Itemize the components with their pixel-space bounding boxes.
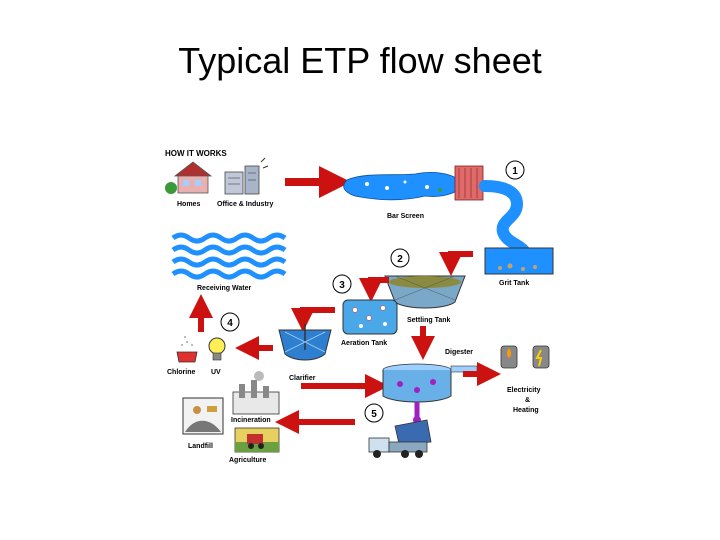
agriculture-icon [234,427,280,453]
settling-tank-icon [384,275,466,309]
svg-text:2: 2 [397,254,403,265]
step-1-marker: 1 [505,160,525,180]
office-industry-label: Office & Industry [217,201,274,208]
digester-icon [382,363,478,403]
incineration-label: Incineration [231,417,271,424]
flow-arrow-to-aeration-tank [359,277,389,302]
truck-icon [368,419,432,458]
electricity-amp-label: & [525,397,530,404]
flow-arrow-to-settling-tank [439,251,473,276]
landfill-icon [182,397,224,435]
uv-bulb-icon [208,337,226,361]
svg-text:5: 5 [371,409,377,420]
agriculture-label: Agriculture [229,457,266,464]
uv-label: UV [211,369,221,376]
chlorine-label: Chlorine [167,369,195,376]
step-3-marker: 3 [332,274,352,294]
clarifier-icon [278,324,332,361]
heating-label: Heating [513,407,539,414]
settling-tank-label: Settling Tank [407,317,451,324]
flow-arrow-to-clarifier [291,307,335,332]
step-2-marker: 2 [390,248,410,268]
aeration-tank-icon [342,299,398,335]
etp-flow-diagram: HOW IT WORKS Homes Office & Industry [165,149,554,464]
diagram-heading: HOW IT WORKS [165,149,227,158]
digester-label: Digester [445,349,473,356]
bar-screen-icon [343,165,484,201]
aeration-tank-label: Aeration Tank [341,340,387,347]
svg-text:3: 3 [339,280,345,291]
incineration-icon [232,371,280,415]
grit-tank-icon [484,247,554,275]
svg-text:4: 4 [227,318,233,329]
bar-screen-label: Bar Screen [387,213,424,220]
generator-icon [500,345,550,369]
slide-title: Typical ETP flow sheet [178,40,542,81]
office-industry-icon [224,157,269,195]
grit-tank-label: Grit Tank [499,280,529,287]
electricity-label: Electricity [507,387,541,394]
clarifier-label: Clarifier [289,375,316,382]
homes-label: Homes [177,201,200,208]
receiving-water-icon [171,232,287,280]
step-5-marker: 5 [364,403,384,423]
water-stream [479,180,533,262]
svg-text:1: 1 [512,166,518,177]
receiving-water-label: Receiving Water [197,285,251,292]
homes-icon [165,161,213,194]
landfill-label: Landfill [188,443,213,450]
step-4-marker: 4 [220,312,240,332]
chlorine-icon [176,336,198,363]
